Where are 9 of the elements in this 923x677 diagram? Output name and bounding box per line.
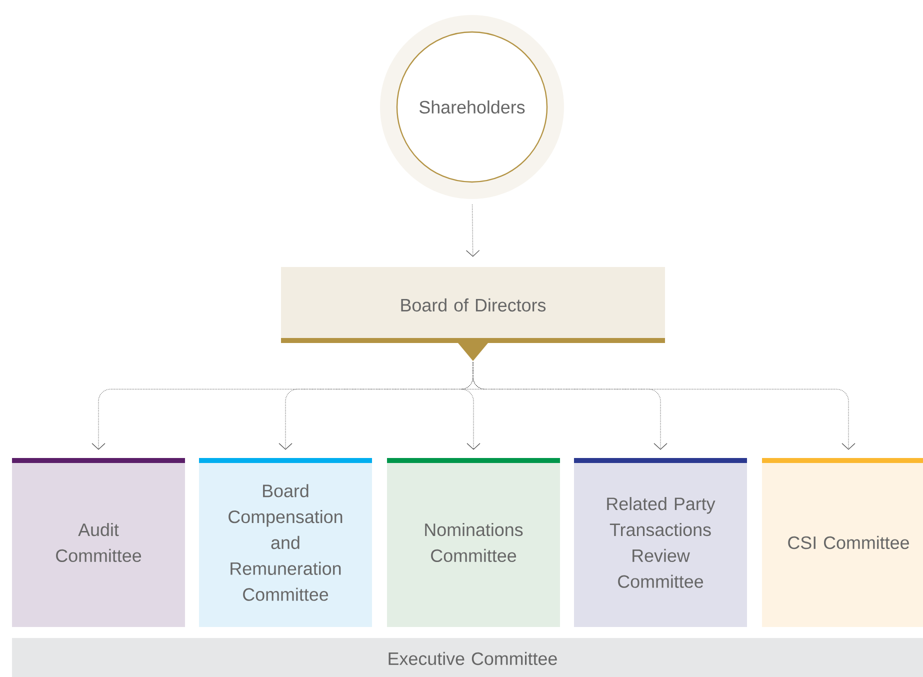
board-box: Board of Directors bbox=[281, 267, 665, 361]
committee-box: Related Party Transactions Review Committee bbox=[574, 458, 747, 627]
arrow bbox=[472, 362, 856, 450]
committee-box: Board Compensation and Remuneration Committee bbox=[199, 458, 372, 627]
arrow bbox=[466, 204, 480, 257]
executive-band: Executive Committee bbox=[12, 638, 923, 677]
committee-box: Audit Committee bbox=[12, 458, 185, 627]
committee-box: CSI Committee bbox=[762, 458, 923, 627]
committee-box: Nominations Committee bbox=[387, 458, 560, 627]
